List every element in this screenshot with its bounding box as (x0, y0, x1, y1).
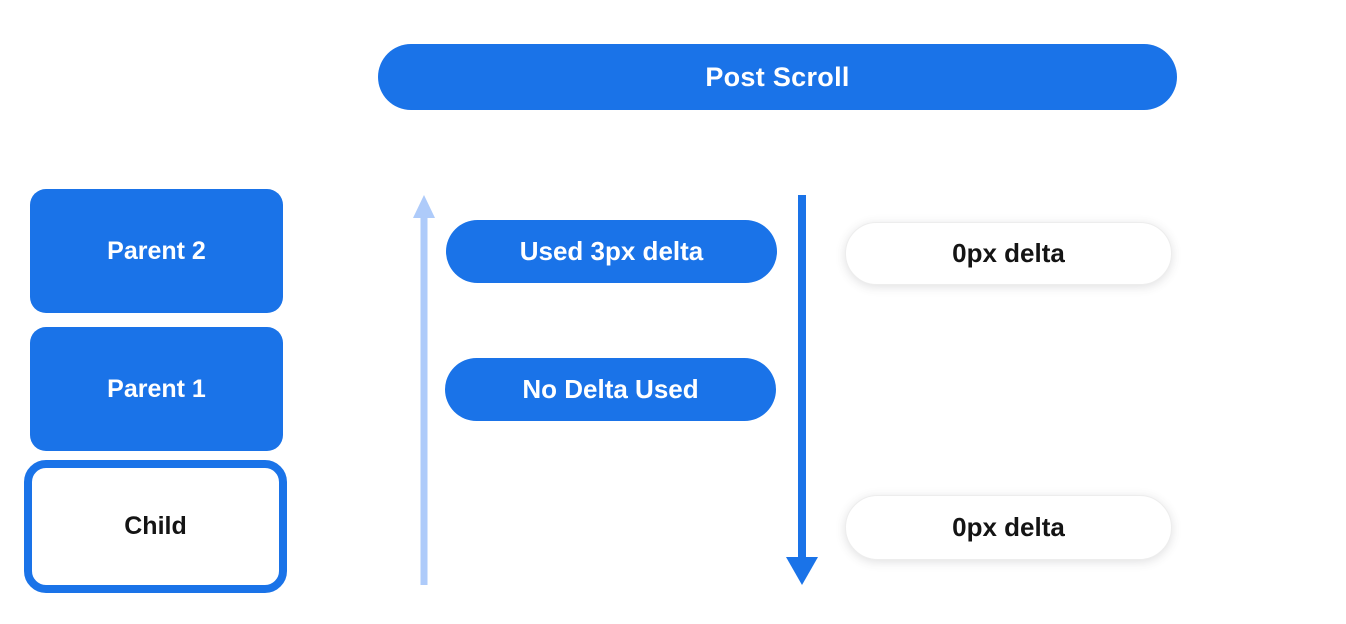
parent1-label: Parent 1 (107, 374, 206, 403)
remaining-delta-pill-top: 0px delta (845, 222, 1172, 285)
parent2-label: Parent 2 (107, 236, 206, 265)
post-scroll-header-pill: Post Scroll (378, 44, 1177, 110)
post-scroll-header-label: Post Scroll (705, 61, 850, 92)
remaining-delta-top-label: 0px delta (952, 238, 1065, 268)
remaining-delta-pill-bottom: 0px delta (845, 495, 1172, 560)
parent1-box: Parent 1 (30, 327, 283, 451)
used-delta-parent1-label: No Delta Used (522, 374, 699, 404)
parent2-box: Parent 2 (30, 189, 283, 313)
scroll-down-arrow-icon (786, 195, 818, 585)
used-delta-pill-parent1: No Delta Used (445, 358, 776, 421)
remaining-delta-bottom-label: 0px delta (952, 512, 1065, 542)
child-label: Child (124, 512, 187, 540)
child-box: Child (24, 460, 287, 593)
used-delta-pill-parent2: Used 3px delta (446, 220, 777, 283)
used-delta-parent2-label: Used 3px delta (519, 236, 704, 266)
scroll-up-arrow-icon (413, 195, 435, 585)
